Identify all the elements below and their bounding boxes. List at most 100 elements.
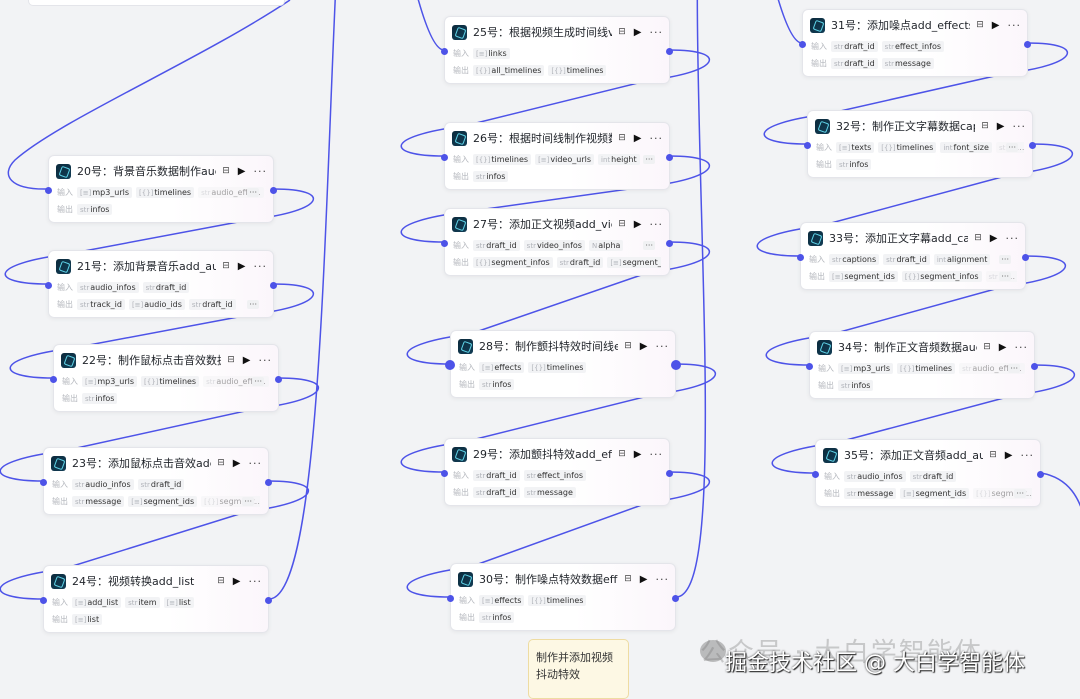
save-icon[interactable]: ⊟ [618, 27, 626, 37]
more-icon[interactable]: ··· [649, 217, 663, 231]
save-icon[interactable]: ⊟ [618, 449, 626, 459]
save-icon[interactable]: ⊟ [624, 341, 632, 351]
play-icon[interactable]: ▶ [232, 457, 241, 469]
more-icon[interactable]: ··· [1005, 231, 1019, 245]
more-icon[interactable]: ··· [1020, 448, 1034, 462]
workflow-node[interactable]: 27号：添加正文视频add_vid…⊟▶···输入strdraft_idstrv… [441, 208, 673, 276]
output-port[interactable] [270, 187, 277, 194]
more-icon[interactable]: ··· [655, 339, 669, 353]
more-params-button[interactable]: ··· [1014, 488, 1026, 498]
connection-edge[interactable] [771, 364, 1076, 474]
output-port[interactable] [671, 360, 681, 370]
connection-edge[interactable] [4, 188, 315, 285]
workflow-node[interactable]: 32号：制作正文字幕数据capt…⊟▶···输入[≡]texts[{}]time… [804, 110, 1036, 178]
play-icon[interactable]: ▶ [639, 340, 648, 352]
connection-edge[interactable] [675, 0, 803, 598]
workflow-node[interactable]: 30号：制作噪点特效数据effe…⊟▶···输入[≡]effects[{}]ti… [447, 563, 679, 631]
more-icon[interactable]: ··· [248, 456, 262, 470]
save-icon[interactable]: ⊟ [624, 574, 632, 584]
output-port[interactable] [1031, 363, 1038, 370]
more-icon[interactable]: ··· [253, 164, 267, 178]
output-port[interactable] [666, 240, 673, 247]
more-icon[interactable]: ··· [649, 25, 663, 39]
save-icon[interactable]: ⊟ [618, 133, 626, 143]
partial-node[interactable] [28, 0, 285, 6]
connection-edge[interactable] [0, 480, 310, 600]
input-port[interactable] [812, 471, 819, 478]
more-params-button[interactable]: ··· [247, 187, 259, 197]
workflow-node[interactable]: 22号：制作鼠标点击音效数据…⊟▶···输入[≡]mp3_urls[{}]tim… [50, 344, 282, 412]
connection-edge[interactable] [268, 0, 445, 600]
input-port[interactable] [447, 595, 454, 602]
more-params-button[interactable]: ··· [643, 154, 655, 164]
more-icon[interactable]: ··· [258, 353, 272, 367]
play-icon[interactable]: ▶ [991, 19, 1000, 31]
save-icon[interactable]: ⊟ [618, 219, 626, 229]
more-params-button[interactable]: ··· [1008, 363, 1020, 373]
output-port[interactable] [265, 479, 272, 486]
workflow-node[interactable]: 28号：制作颤抖特效时间线e…⊟▶···输入[≡]effects[{}]time… [445, 330, 681, 398]
more-icon[interactable]: ··· [1007, 18, 1021, 32]
input-port[interactable] [45, 187, 52, 194]
play-icon[interactable]: ▶ [232, 575, 241, 587]
play-icon[interactable]: ▶ [633, 26, 642, 38]
input-port[interactable] [441, 240, 448, 247]
play-icon[interactable]: ▶ [639, 573, 648, 585]
more-params-button[interactable]: ··· [247, 299, 259, 309]
save-icon[interactable]: ⊟ [227, 355, 235, 365]
more-icon[interactable]: ··· [649, 131, 663, 145]
output-port[interactable] [1024, 41, 1031, 48]
more-params-button[interactable]: ··· [252, 376, 264, 386]
input-port[interactable] [45, 282, 52, 289]
play-icon[interactable]: ▶ [1004, 449, 1013, 461]
connection-edge[interactable] [756, 143, 1074, 257]
input-port[interactable] [40, 479, 47, 486]
workflow-node[interactable]: 20号：背景音乐数据制作aud…⊟▶···输入[≡]mp3_urls[{}]ti… [45, 155, 277, 223]
connection-edge[interactable] [400, 363, 717, 473]
connection-edge[interactable] [765, 255, 1067, 366]
workflow-node[interactable]: 23号：添加鼠标点击音效add…⊟▶···输入straudio_infosstr… [40, 447, 272, 515]
save-icon[interactable]: ⊟ [989, 450, 997, 460]
save-icon[interactable]: ⊟ [222, 166, 230, 176]
connection-edge[interactable] [1040, 472, 1080, 520]
more-icon[interactable]: ··· [655, 572, 669, 586]
output-port[interactable] [672, 595, 679, 602]
more-params-button[interactable]: ··· [1006, 142, 1018, 152]
connection-edge[interactable] [400, 155, 711, 243]
play-icon[interactable]: ▶ [633, 448, 642, 460]
play-icon[interactable]: ▶ [633, 218, 642, 230]
connection-edge[interactable] [406, 471, 711, 598]
play-icon[interactable]: ▶ [998, 341, 1007, 353]
input-port[interactable] [50, 376, 57, 383]
play-icon[interactable]: ▶ [633, 132, 642, 144]
more-icon[interactable]: ··· [248, 574, 262, 588]
output-port[interactable] [666, 470, 673, 477]
save-icon[interactable]: ⊟ [974, 233, 982, 243]
more-params-button[interactable]: ··· [999, 271, 1011, 281]
output-port[interactable] [1022, 254, 1029, 261]
connection-edge[interactable] [7, 0, 291, 190]
output-port[interactable] [275, 376, 282, 383]
comment-note[interactable]: 制作并添加视频抖动特效 [528, 639, 629, 699]
play-icon[interactable]: ▶ [237, 165, 246, 177]
workflow-node[interactable]: 26号：根据时间线制作视频数…⊟▶···输入[{}]timelines[≡]vi… [441, 122, 673, 190]
connection-edge[interactable] [400, 49, 711, 157]
connection-edge[interactable] [406, 241, 711, 365]
save-icon[interactable]: ⊟ [983, 342, 991, 352]
workflow-node[interactable]: 34号：制作正文音频数据aud…⊟▶···输入[≡]mp3_urls[{}]ti… [806, 331, 1038, 399]
output-port[interactable] [666, 48, 673, 55]
input-port[interactable] [40, 597, 47, 604]
play-icon[interactable]: ▶ [989, 232, 998, 244]
connection-edge[interactable] [9, 283, 315, 379]
input-port[interactable] [799, 41, 806, 48]
input-port[interactable] [441, 470, 448, 477]
play-icon[interactable]: ▶ [242, 354, 251, 366]
more-icon[interactable]: ··· [649, 447, 663, 461]
workflow-node[interactable]: 33号：添加正文字幕add_cap…⊟▶···输入strcaptionsstrd… [797, 222, 1029, 290]
save-icon[interactable]: ⊟ [981, 121, 989, 131]
